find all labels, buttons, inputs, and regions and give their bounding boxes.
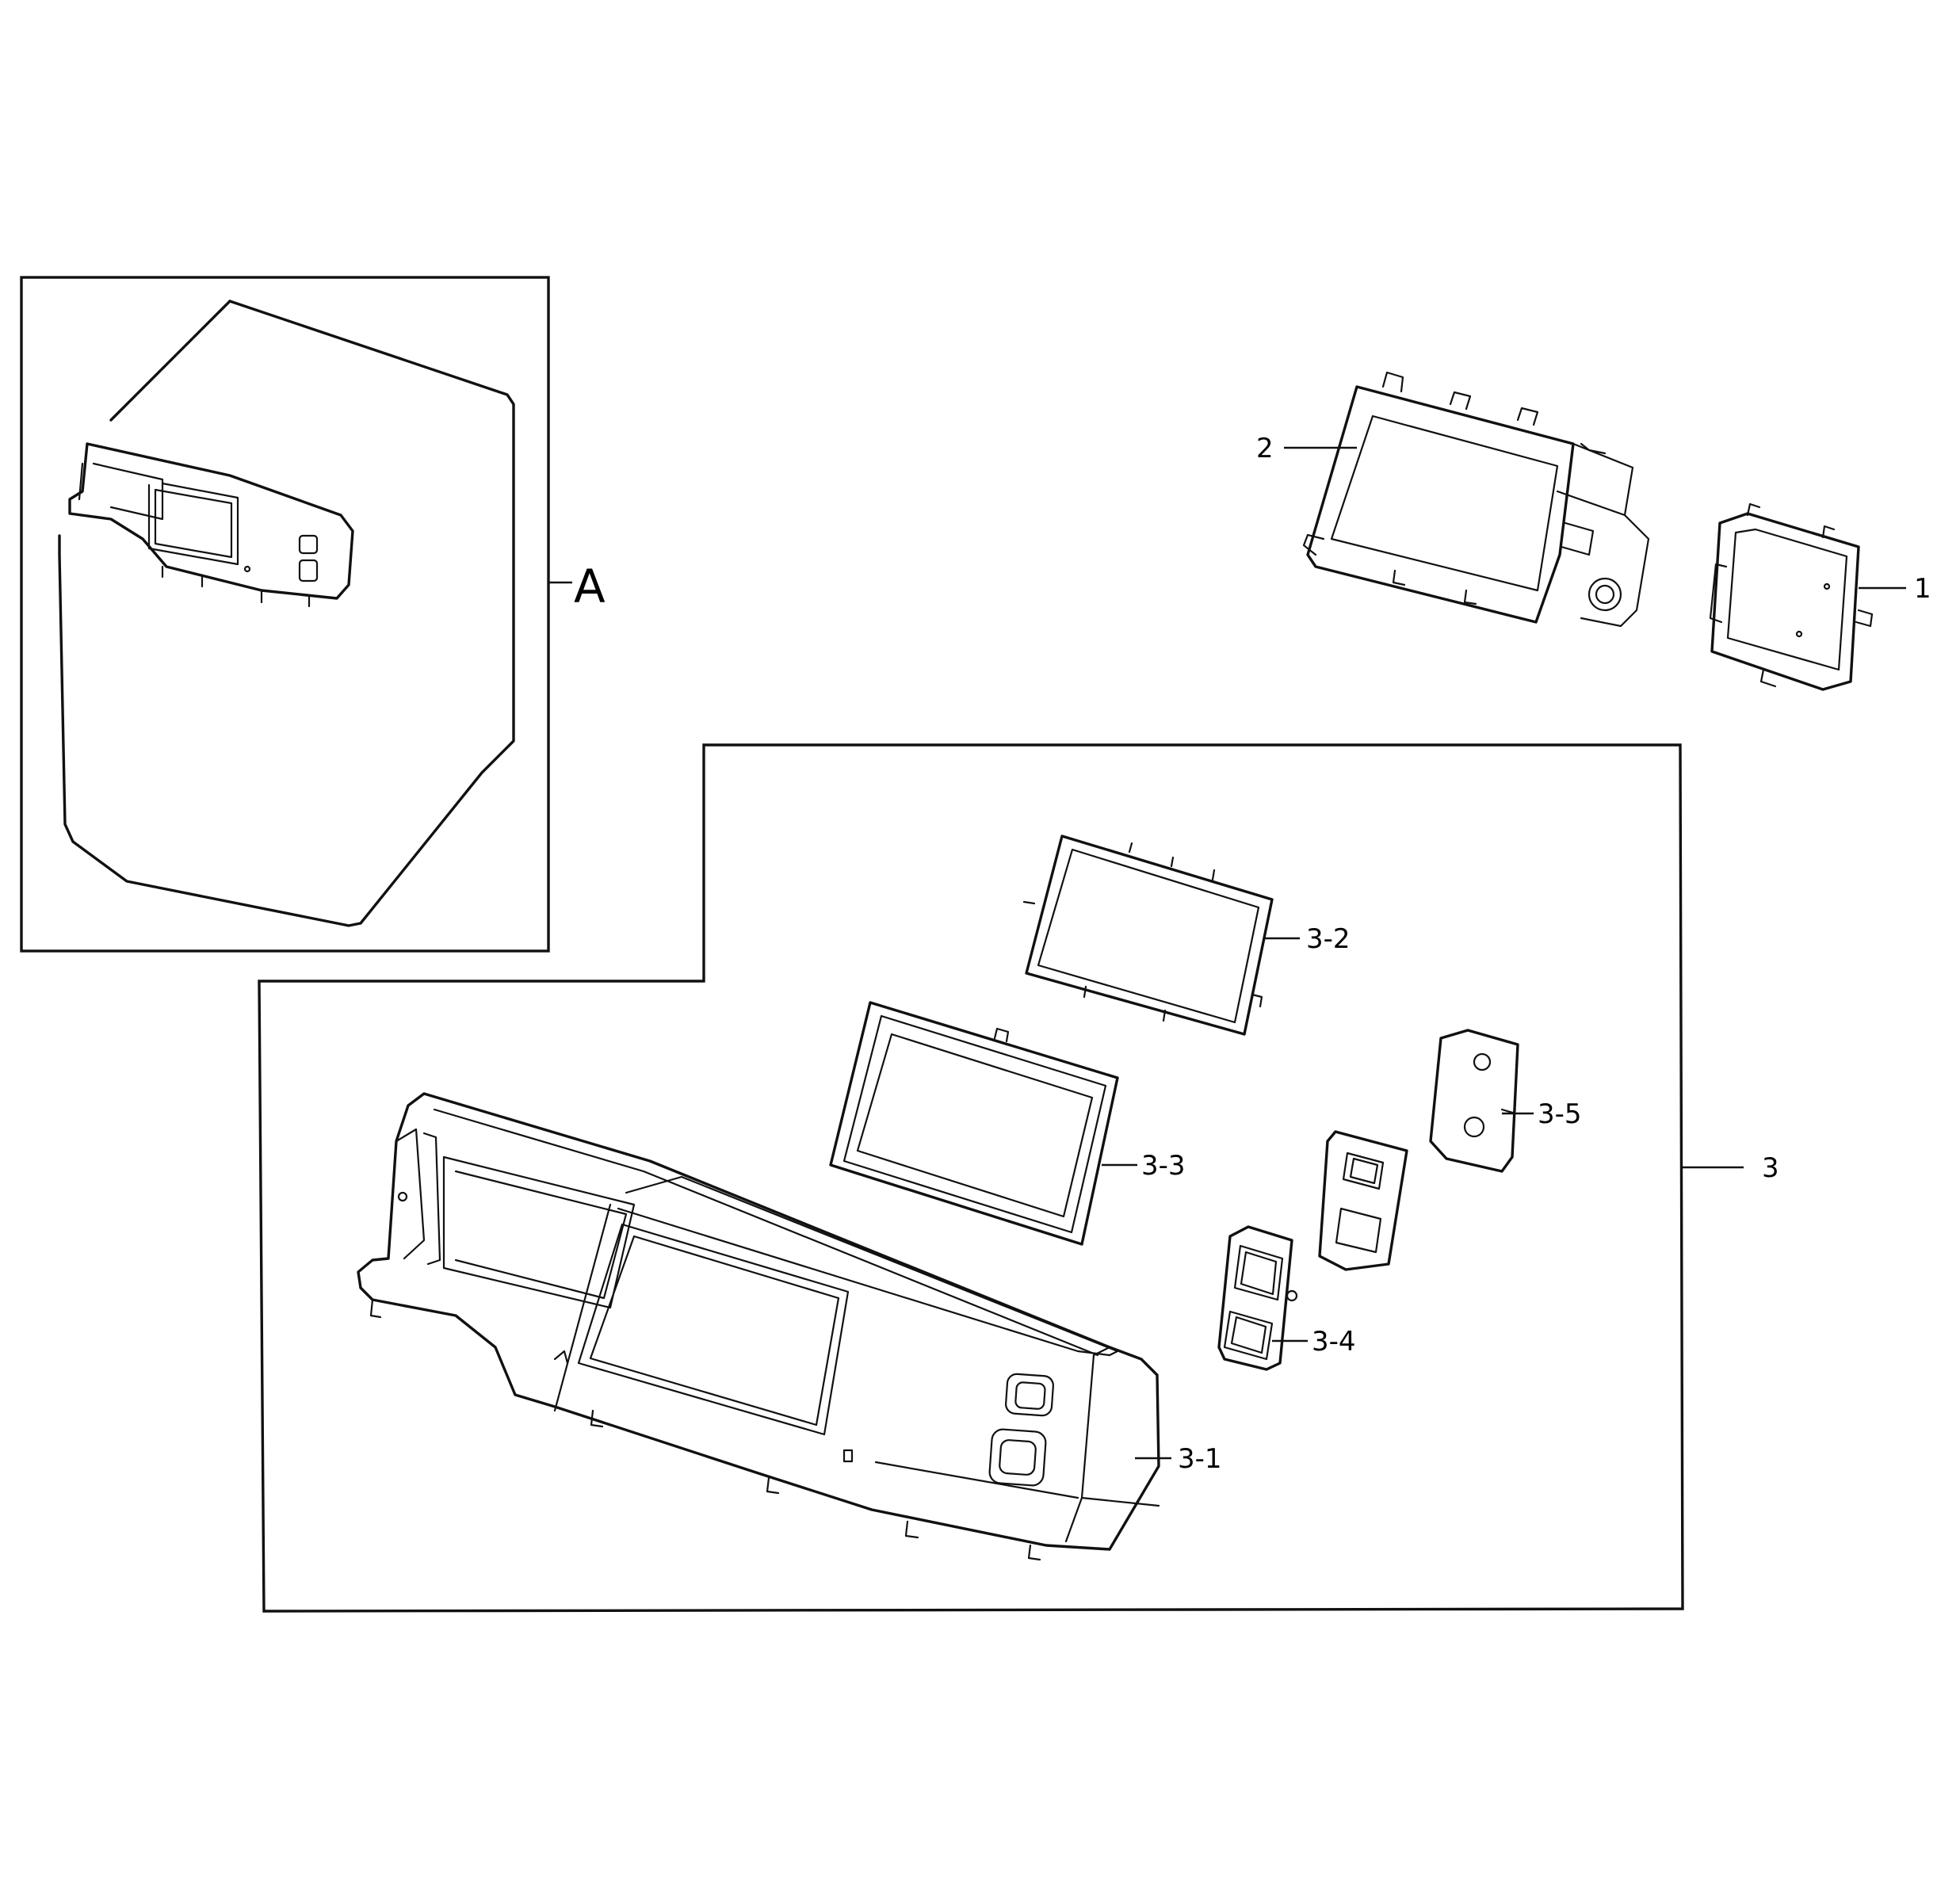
button-gasket (1318, 1130, 1408, 1271)
part-3-3-display-window (829, 1001, 1119, 1246)
part-2-display-frame (1302, 371, 1650, 628)
assembly-overview-box (20, 276, 550, 953)
washer-cabinet-drawing (58, 300, 515, 927)
callout-part-3-2-label: 3-2 (1306, 923, 1351, 955)
callout-part-3-2: 3-2 (1264, 923, 1351, 955)
callout-part-2-label: 2 (1256, 433, 1274, 464)
callout-part-3-3-label: 3-3 (1141, 1150, 1186, 1182)
callout-view-a-label: A (574, 560, 606, 613)
callout-part-3-5: 3-5 (1502, 1098, 1582, 1130)
callout-part-3-4-label: 3-4 (1312, 1326, 1356, 1358)
callout-part-3-3: 3-3 (1102, 1150, 1186, 1182)
callout-part-3-4: 3-4 (1272, 1326, 1356, 1358)
callout-part-3: 3 (1683, 1152, 1779, 1184)
part-3-5-button-holder (1429, 1029, 1519, 1173)
callout-part-3-label: 3 (1762, 1152, 1779, 1184)
callout-part-2: 2 (1256, 433, 1357, 464)
callout-part-3-1-label: 3-1 (1178, 1443, 1222, 1475)
callout-part-1: 1 (1859, 573, 1931, 605)
callout-part-3-5-label: 3-5 (1538, 1098, 1582, 1130)
callout-part-1-label: 1 (1914, 573, 1931, 605)
part-1-pcb-module (1709, 502, 1874, 691)
callout-part-3-1: 3-1 (1135, 1443, 1222, 1475)
part-3-2-window-frame (1022, 835, 1274, 1036)
callout-view-a: A (548, 560, 606, 613)
kit-box-part-3 (258, 743, 1684, 1613)
part-3-4-push-buttons (1217, 1225, 1298, 1371)
part-3-1-control-panel (357, 1092, 1160, 1561)
